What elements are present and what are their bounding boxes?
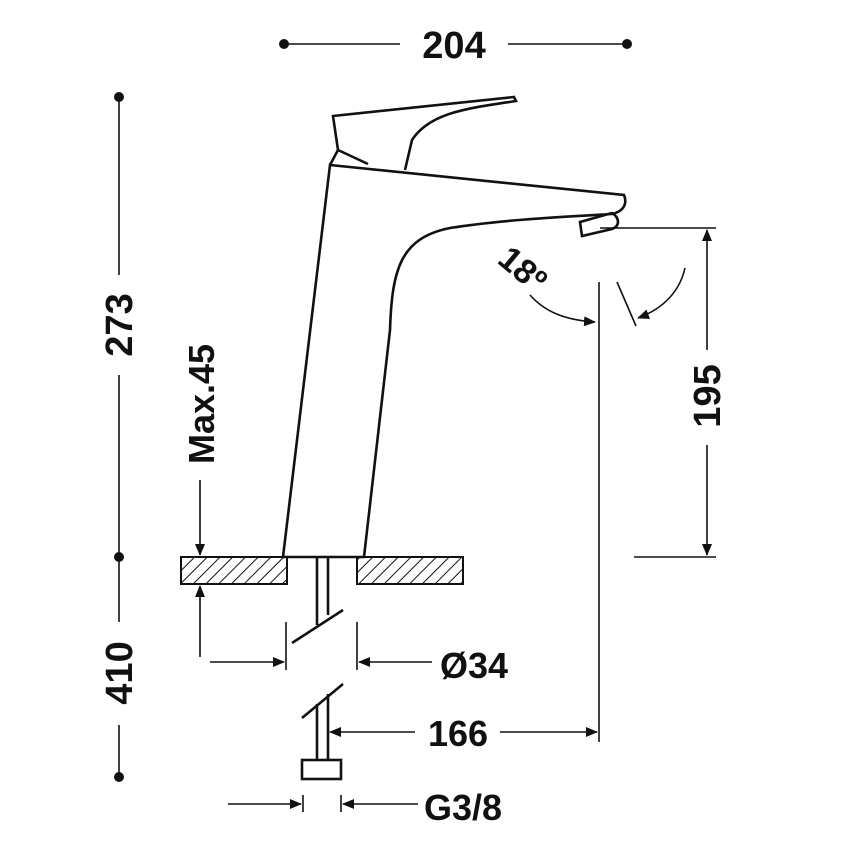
faucet-lever-handle: [328, 95, 518, 171]
angle-arc: [637, 267, 686, 319]
faucet-spout-body: [281, 163, 627, 559]
dimension-label-overall-width: 204: [422, 25, 485, 67]
dimension-label-overall-height: 273: [99, 293, 141, 356]
dimension-inlet-thread: G3/8: [228, 787, 502, 828]
dimension-handle-angle: 18º: [491, 239, 686, 327]
dimension-spout-reach: 166: [329, 282, 600, 754]
dimension-spout-height: 195: [600, 227, 729, 558]
countertop-right: [356, 556, 464, 585]
faucet-lever-joint: [337, 148, 369, 166]
dimension-label-spout-height: 195: [687, 364, 729, 427]
angle-ray: [616, 281, 637, 327]
dimension-label-below-deck-length: 410: [99, 641, 141, 704]
inlet-connector: [300, 758, 343, 781]
dimension-label-handle-angle: 18º: [491, 239, 554, 300]
hose-break: [291, 608, 344, 645]
dimension-label-base-diameter: Ø34: [440, 645, 508, 686]
faucet-body: [281, 95, 627, 559]
countertop-left: [180, 556, 288, 585]
dimension-max-deck-thickness: Max.45: [181, 344, 222, 657]
faucet-aerator: [578, 211, 620, 238]
dimension-label-max-deck-thickness: Max.45: [181, 344, 222, 464]
dimension-overall-height: 273: [99, 92, 141, 557]
supply-hose: [291, 557, 344, 781]
dimension-label-spout-reach: 166: [428, 713, 488, 754]
countertop-section: [180, 556, 464, 585]
angle-arc: [529, 294, 596, 327]
dimension-below-deck-length: 410: [99, 552, 141, 782]
dimension-base-diameter: Ø34: [210, 622, 508, 686]
dimension-label-inlet-thread: G3/8: [424, 787, 502, 828]
hose-break: [301, 682, 344, 720]
dimension-overall-width: 204: [279, 25, 632, 67]
